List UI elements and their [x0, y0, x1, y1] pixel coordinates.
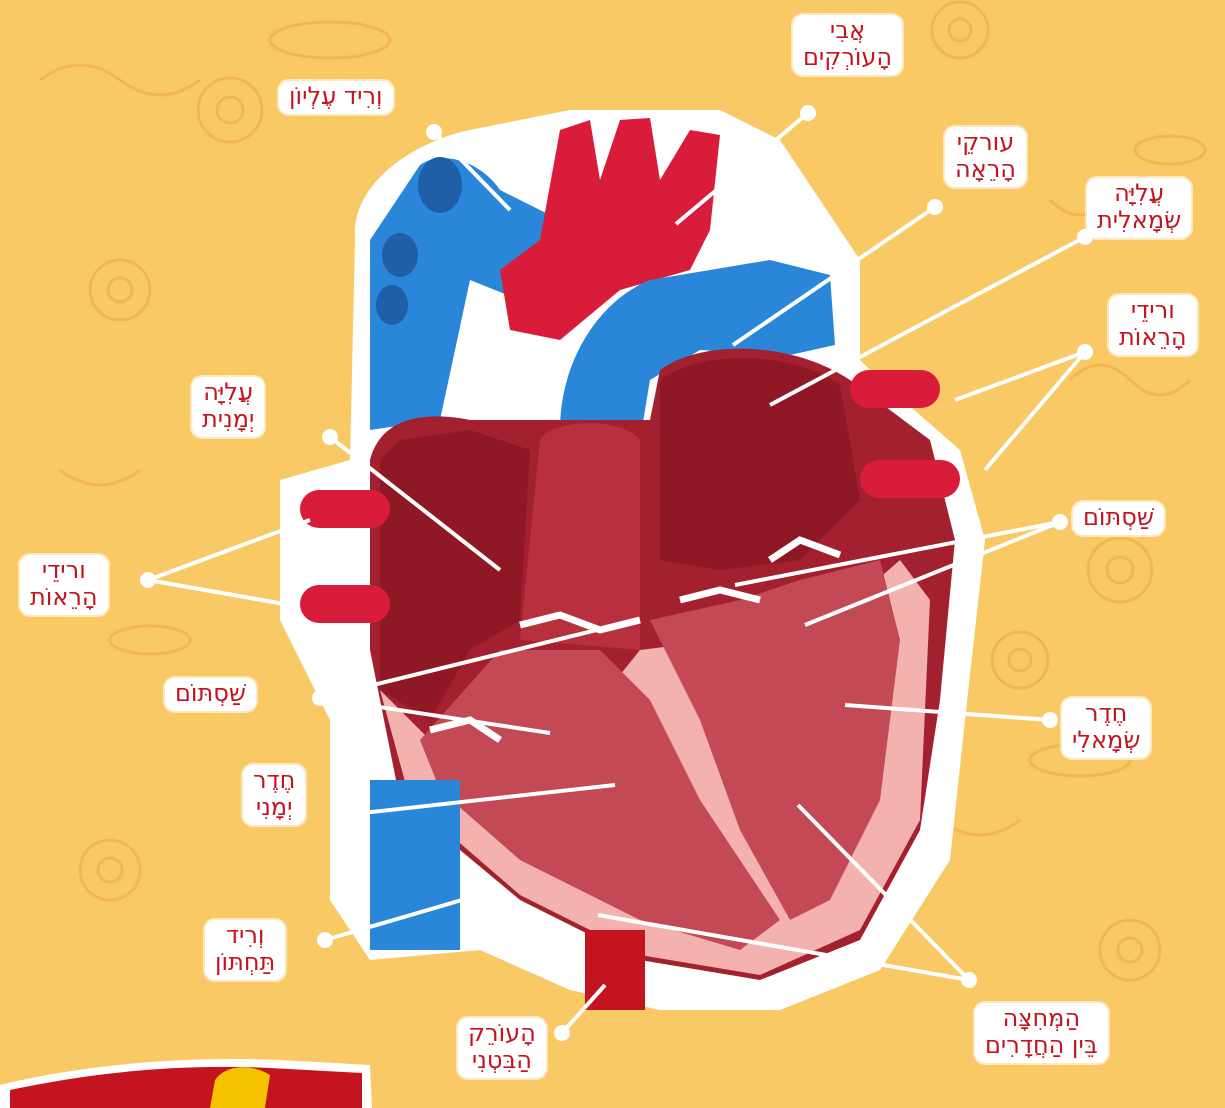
label-line: ורידֵי — [1119, 297, 1187, 324]
label-valves-right: שַׁסְתּוֹם — [1073, 502, 1164, 535]
label-line: הָרֵאָה — [955, 156, 1016, 183]
label-valves-left: שַׁסְתּוֹם — [165, 678, 256, 711]
label-line: תַּחְתּוֹן — [215, 949, 275, 976]
label-line: הָרֵאוֹת — [1119, 324, 1187, 351]
label-line: הָרֵאוֹת — [30, 584, 98, 611]
label-line: הַבִּטְנִי — [468, 1047, 536, 1074]
label-septum: הַמְּחִצָּה בֵּין הַחֲדָרִים — [975, 1003, 1108, 1063]
label-line: הָעוֹרְקִים — [803, 44, 892, 71]
label-line: בֵּין הַחֲדָרִים — [985, 1032, 1098, 1059]
label-superior-vena-cava: וְרִיד עֶלְיוֹן — [279, 81, 393, 114]
label-line: שַׁסְתּוֹם — [175, 680, 246, 707]
label-line: הַמְּחִצָּה — [985, 1005, 1098, 1032]
logo — [0, 1045, 380, 1108]
label-line: יְמָנִי — [253, 794, 295, 821]
label-line: שְׂמָאלִי — [1072, 727, 1140, 754]
label-pulmonary-veins-left: ורידֵי הָרֵאוֹת — [20, 555, 108, 615]
label-aortic-arch: אֲבִי הָעוֹרְקִים — [793, 15, 902, 75]
label-line: שְׂמָאלִית — [1097, 207, 1181, 234]
label-line: שַׁסְתּוֹם — [1083, 504, 1154, 531]
label-line: וְרִיד — [215, 922, 275, 949]
label-line: אֲבִי — [803, 17, 892, 44]
label-pulmonary-arteries: עורקֵי הָרֵאָה — [945, 127, 1026, 187]
label-left-ventricle: חֶדֶר שְׂמָאלִי — [1062, 698, 1150, 758]
label-line: עֲלִיָּה — [202, 379, 254, 406]
label-right-ventricle: חֶדֶר יְמָנִי — [243, 765, 305, 825]
label-abdominal-aorta: הָעוֹרֵק הַבִּטְנִי — [458, 1018, 546, 1078]
label-left-atrium: עֲלִיָּה שְׂמָאלִית — [1087, 178, 1191, 238]
label-inferior-vena-cava: וְרִיד תַּחְתּוֹן — [205, 920, 285, 980]
label-line: ורידֵי — [30, 557, 98, 584]
label-line: עֲלִיָּה — [1097, 180, 1181, 207]
label-line: הָעוֹרֵק — [468, 1020, 536, 1047]
label-line: עורקֵי — [955, 129, 1016, 156]
logo-graphic — [0, 1045, 380, 1108]
label-line: יְמָנִית — [202, 406, 254, 433]
label-right-atrium: עֲלִיָּה יְמָנִית — [192, 377, 264, 437]
label-pulmonary-veins-right: ורידֵי הָרֵאוֹת — [1109, 295, 1197, 355]
label-line: וְרִיד עֶלְיוֹן — [289, 83, 383, 110]
label-line: חֶדֶר — [1072, 700, 1140, 727]
label-line: חֶדֶר — [253, 767, 295, 794]
